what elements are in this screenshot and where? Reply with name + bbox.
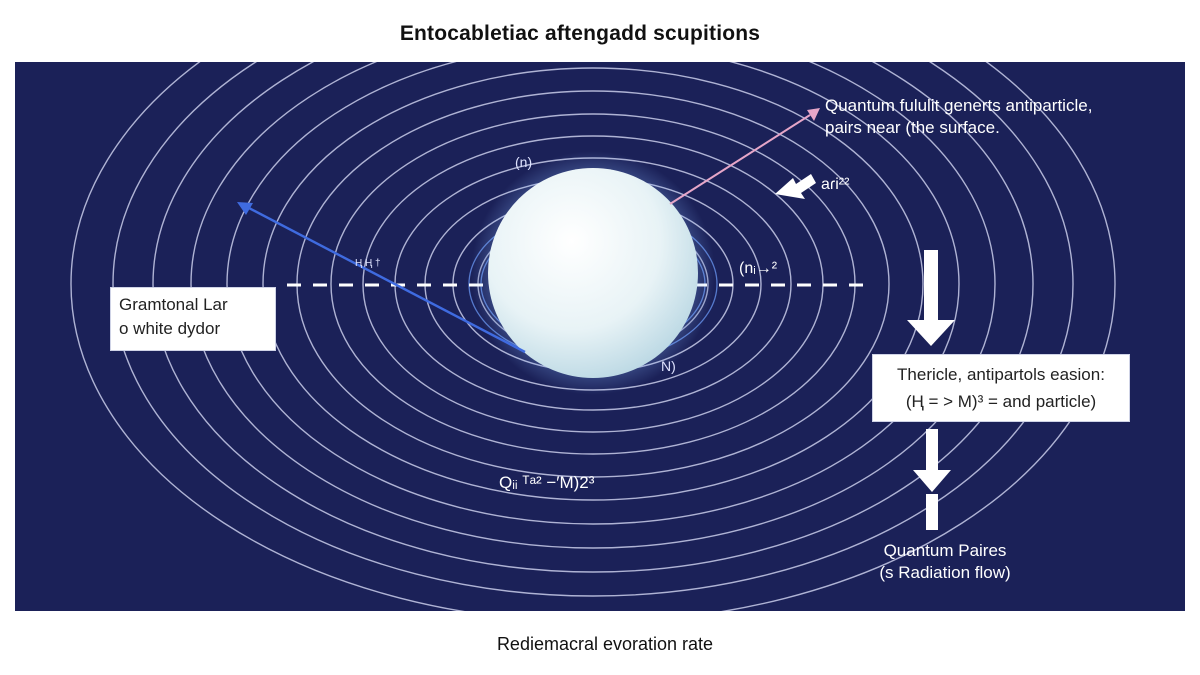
- down-arrow-top: [907, 250, 955, 346]
- pink-arrow: [669, 108, 820, 205]
- left-box-line-2: o white dydor: [119, 319, 221, 338]
- white-pointer-arrow: [775, 174, 816, 199]
- black-hole-sphere: [488, 168, 698, 378]
- quantum-fluctuation-note: Quantum fululit generts antiparticle, pa…: [825, 95, 1092, 139]
- down-arrow-bottom: [913, 429, 951, 492]
- quantum-pairs-label: Quantum Paires (s Radiation flow): [865, 540, 1025, 584]
- quantum-pairs-line-2: (s Radiation flow): [879, 563, 1011, 582]
- flow-segment: [926, 494, 938, 530]
- formula-label: Qᵢᵢ ᵀᵃ² −′M)2³: [499, 473, 595, 492]
- quantum-pairs-line-1: Quantum Paires: [883, 541, 1007, 560]
- right-box-line-2: (Ⱨ = > M)³ = and particle): [905, 392, 1097, 411]
- blue-arrow: [237, 202, 526, 354]
- note-line-2: pairs near (the surface.: [825, 118, 1000, 137]
- gravitational-label-box: Gramtonal Lar o white dydor: [110, 287, 276, 351]
- left-box-line-1: Gramtonal Lar: [119, 295, 228, 314]
- particle-equation-box: Thericle, antipartols easion: (Ⱨ = > M)³…: [872, 354, 1130, 422]
- orbit-rings: [70, 62, 1116, 611]
- right-box-line-1: Thericle, antipartols easion:: [897, 365, 1105, 384]
- note-line-1: Quantum fululit generts antiparticle,: [825, 96, 1093, 115]
- small-mark: Ⱨ Ⱨ †: [355, 258, 381, 269]
- n-bottom-label: N): [661, 358, 676, 374]
- diagram-caption: Rediemacral evoration rate: [496, 634, 714, 654]
- diagram-panel: Quantum fululit generts antiparticle, pa…: [15, 62, 1185, 611]
- diagram-title: Entocabletiac aftengadd scupitions: [399, 22, 761, 45]
- n-label: (nᵢ→²: [739, 260, 778, 277]
- n-top-label: (n): [515, 154, 533, 170]
- a-label: aɾi²²: [821, 176, 850, 193]
- diagram-graphics: [70, 62, 1116, 611]
